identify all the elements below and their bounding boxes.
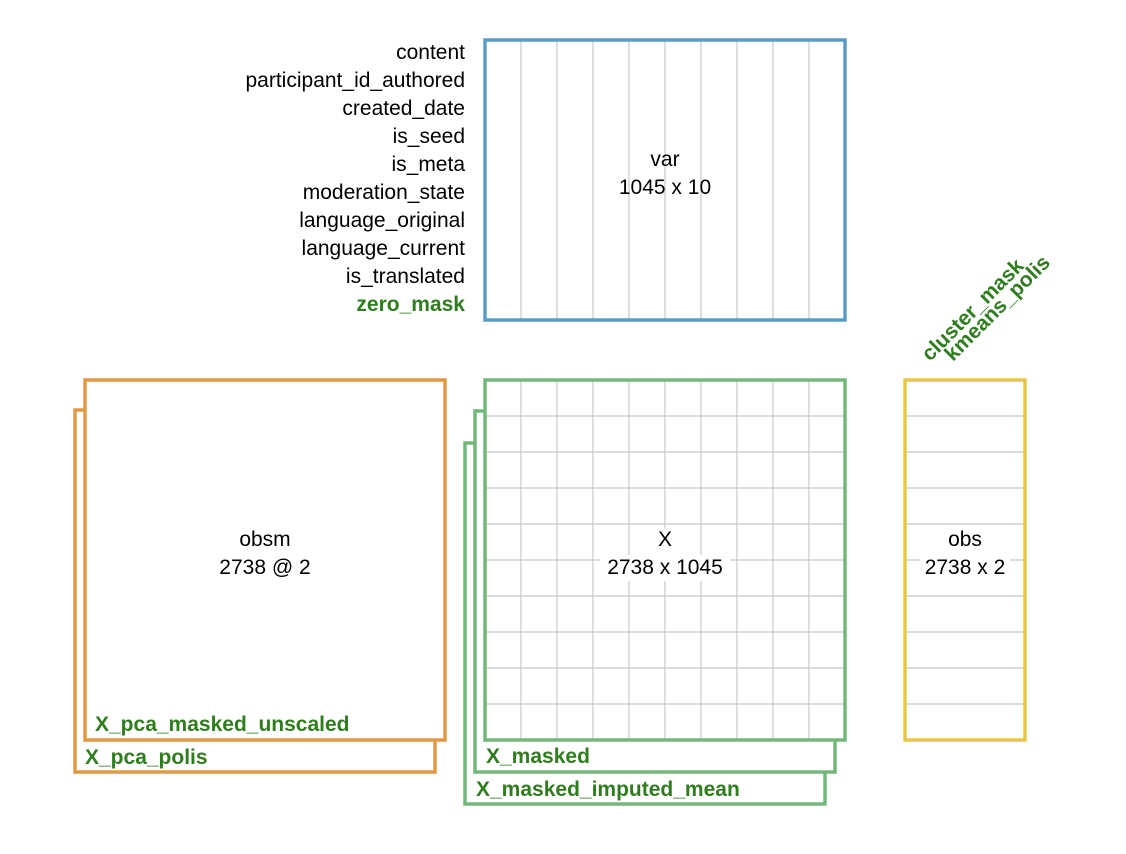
var-block: var 1045 x 10 [483,38,847,322]
obsm-shape: 2738 @ 2 [219,556,310,579]
var-column-label: content [396,41,465,64]
obsm-layer-label: X_pca_polis [85,746,208,769]
var-shape: 1045 x 10 [619,176,711,199]
var-column-label: moderation_state [303,181,465,204]
var-column-label: is_seed [393,125,465,148]
obs-label-backdrop [920,529,1010,581]
var-column-label: created_date [342,97,465,120]
x-name: X [658,528,672,551]
x-frame [483,378,847,742]
var-column-label: language_current [302,237,466,260]
obs-shape: 2738 x 2 [925,556,1006,579]
var-grid [520,40,810,320]
var-column-label: is_translated [346,265,465,288]
obs-name: obs [948,528,982,551]
var-column-label: language_original [299,209,465,232]
obsm-layer-label: X_pca_masked_unscaled [95,713,349,736]
var-extra-column-label: zero_mask [356,293,465,316]
var-column-labels: content participant_id_authored created_… [246,41,466,316]
x-layer-label: X_masked [486,745,590,768]
var-column-label: is_meta [391,153,465,176]
x-block: X 2738 x 1045 X_masked X_masked_imputed_… [463,378,847,806]
var-column-label: participant_id_authored [246,69,466,92]
obsm-frame [83,378,447,742]
obs-block: obs 2738 x 2 cluster_mask kmeans_polis [903,251,1055,742]
obsm-block: obsm 2738 @ 2 X_pca_masked_unscaled X_pc… [73,378,447,774]
x-layer-label: X_masked_imputed_mean [476,778,740,801]
var-name: var [650,148,679,171]
x-label-backdrop [600,555,730,581]
x-shape: 2738 x 1045 [607,556,723,579]
obs-frame [903,378,1027,742]
obsm-name: obsm [239,528,290,551]
var-frame [483,38,847,322]
